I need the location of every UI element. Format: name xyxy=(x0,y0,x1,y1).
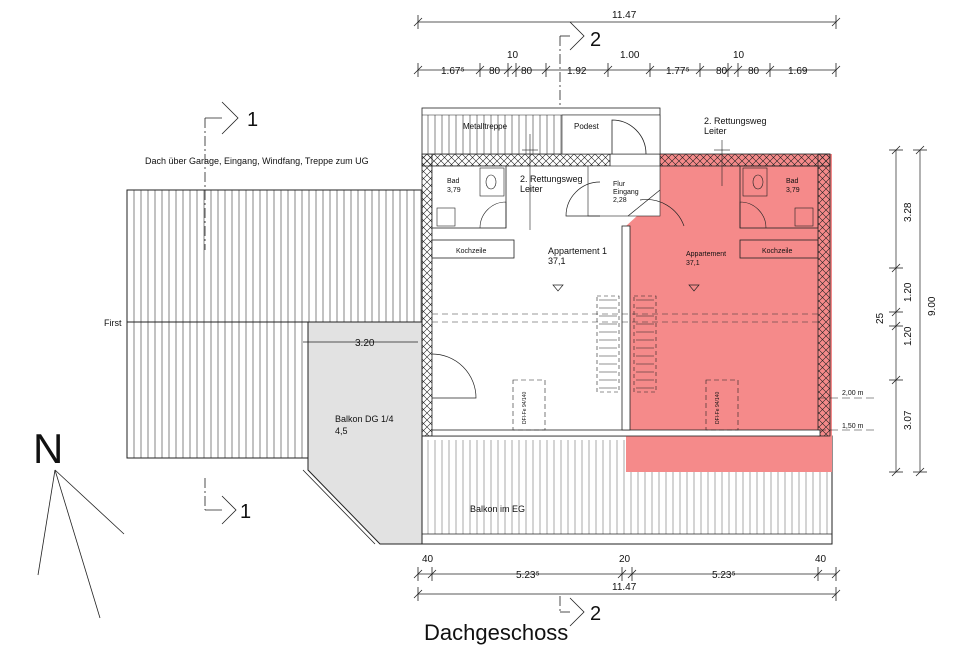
top-wall-2: 10 xyxy=(733,50,745,61)
bath-left-area: 3,79 xyxy=(447,187,461,194)
roof-window-right xyxy=(705,379,739,431)
apartment-1-area: 37,1 xyxy=(548,256,566,266)
balcony-dg-area: 4,5 xyxy=(335,426,348,436)
balcony-width-dim: 3.20 xyxy=(355,338,375,349)
internal-stair xyxy=(596,295,657,393)
top-seg-8: 80 xyxy=(748,66,760,77)
kitchen-right xyxy=(739,239,819,259)
bottom-seg-2: 5.23⁵ xyxy=(712,570,736,581)
metal-stairs-label: Metalltreppe xyxy=(463,122,508,131)
balcony-dg-label: Balkon DG 1/4 xyxy=(335,414,394,424)
landing-label: Podest xyxy=(574,122,600,131)
bottom-wall-3: 40 xyxy=(815,554,827,565)
top-total-dim: 11.47 xyxy=(612,10,637,21)
escape-right-label: 2. Rettungsweg xyxy=(704,116,767,126)
top-seg-1: 1.67⁵ xyxy=(441,66,465,77)
right-seg-4: 1.20 xyxy=(903,326,914,346)
balcony-dg xyxy=(302,321,423,545)
apartment-2-highlight xyxy=(626,154,832,472)
roof-window-left-label: DFI-Fe 94/140 xyxy=(522,392,528,424)
kitchen-left-label: Kochzeile xyxy=(456,248,486,255)
top-seg-7: 80 xyxy=(716,66,728,77)
top-seg-6: 1.77⁵ xyxy=(666,66,690,77)
section-markers xyxy=(204,21,585,627)
hall-label-2: Eingang xyxy=(613,189,639,196)
top-seg-4: 1.92 xyxy=(567,66,587,77)
hall xyxy=(565,165,685,227)
metal-stairs xyxy=(421,107,661,155)
escape-left-label-2: Leiter xyxy=(520,184,543,194)
bath-right xyxy=(739,165,819,229)
bath-left-label: Bad xyxy=(447,178,460,185)
apartment-2-area: 37,1 xyxy=(686,260,700,267)
hall-label: Flur xyxy=(613,181,626,188)
height-2m: 2,00 m xyxy=(842,390,864,397)
bottom-seg-1: 5.23⁵ xyxy=(516,570,540,581)
kitchen-right-label: Kochzeile xyxy=(762,248,792,255)
section-1-top: 1 xyxy=(247,109,258,131)
right-seg-2: 1.20 xyxy=(903,282,914,302)
bottom-total-dim: 11.47 xyxy=(612,582,637,593)
top-seg-5: 1.00 xyxy=(620,50,640,61)
roof-label: Dach über Garage, Eingang, Windfang, Tre… xyxy=(145,156,369,166)
bath-left xyxy=(431,165,507,229)
ridge-label: First xyxy=(104,318,122,328)
section-2-bottom: 2 xyxy=(590,603,601,625)
right-seg-1: 3.28 xyxy=(903,202,914,222)
hall-area: 2,28 xyxy=(613,197,627,204)
bath-right-label: Bad xyxy=(786,178,799,185)
right-seg-3: 25 xyxy=(875,312,886,324)
apartment-2-label: Appartement xyxy=(686,251,726,258)
dim-lines xyxy=(418,21,921,595)
balcony-eg-label: Balkon im EG xyxy=(470,504,525,514)
top-wall-1: 10 xyxy=(507,50,519,61)
right-seg-5: 3.07 xyxy=(903,410,914,430)
bath-right-area: 3,79 xyxy=(786,187,800,194)
top-seg-9: 1.69 xyxy=(788,66,808,77)
top-seg-2: 80 xyxy=(489,66,501,77)
escape-left-label: 2. Rettungsweg xyxy=(520,174,583,184)
bottom-wall-2: 20 xyxy=(619,554,631,565)
section-1-bottom: 1 xyxy=(240,501,251,523)
escape-right-label-2: Leiter xyxy=(704,126,727,136)
kitchen-left xyxy=(431,239,515,259)
roof-window-left xyxy=(512,379,546,431)
section-2-top: 2 xyxy=(590,29,601,51)
right-total-dim: 9.00 xyxy=(927,296,938,316)
north-label: N xyxy=(33,425,63,472)
apartment-1-label: Appartement 1 xyxy=(548,246,607,256)
bottom-wall-1: 40 xyxy=(422,554,434,565)
drawing-title: Dachgeschoss xyxy=(424,620,568,645)
slope-lines xyxy=(432,313,818,323)
roof-window-right-label: DFI-Fe 94/140 xyxy=(715,392,721,424)
top-seg-3: 80 xyxy=(521,66,533,77)
north-arrow xyxy=(37,469,125,619)
height-15m: 1,50 m xyxy=(842,423,864,430)
